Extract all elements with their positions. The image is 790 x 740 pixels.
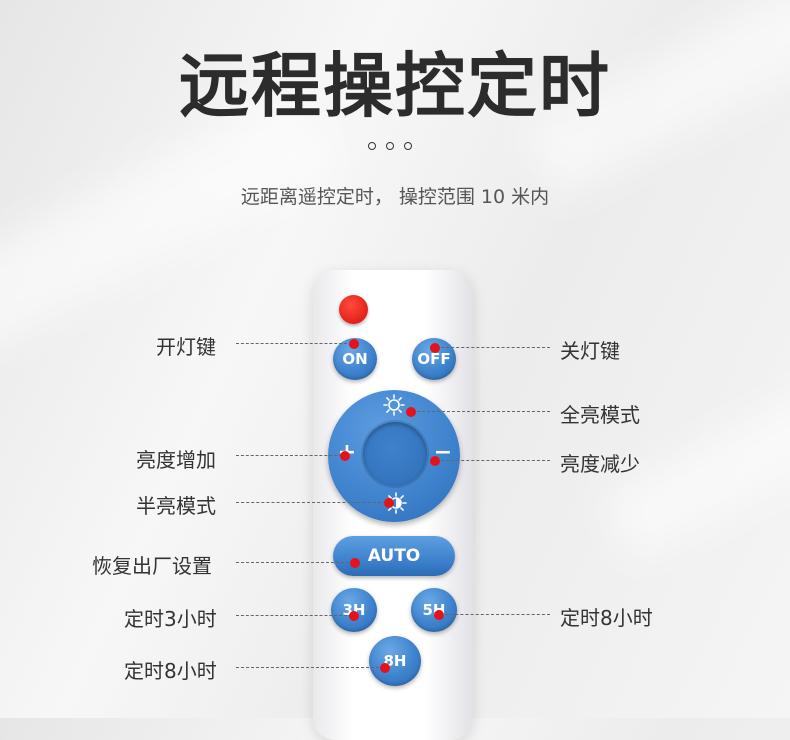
callout-leader [436,460,550,461]
callout-label-power-on: 开灯键 [156,335,216,359]
callout-leader [236,502,386,503]
page-subtitle: 远距离遥控定时， 操控范围 10 米内 [240,186,550,208]
callout-label-timer-3h: 定时3小时 [124,607,217,631]
callout-marker [350,558,360,568]
callout-label-timer-8h: 定时8小时 [124,659,217,683]
callout-marker [406,407,416,417]
callout-marker [349,339,359,349]
callout-leader [236,562,354,563]
timer-3h-button[interactable]: 3H [331,588,377,632]
callout-marker [340,451,350,461]
power-indicator-button[interactable] [339,295,368,324]
callout-marker [434,610,444,620]
callout-leader [236,455,342,456]
dot [368,142,376,150]
callout-marker [349,611,359,621]
callout-leader [436,347,550,348]
dpad-center-button[interactable] [363,422,427,486]
callout-label-timer-5h: 定时8小时 [560,606,653,630]
callout-marker [380,663,390,673]
callout-leader [412,411,550,412]
auto-reset-button[interactable]: AUTO [333,536,455,576]
sun-full-icon[interactable] [383,394,405,416]
callout-label-brightness-up: 亮度增加 [136,448,216,472]
callout-leader [236,343,352,344]
timer-5h-button[interactable]: 5H [411,588,457,632]
timer-8h-button[interactable]: 8H [369,636,421,686]
callout-label-brightness-down: 亮度减少 [560,452,640,476]
callout-leader [440,614,550,615]
decorative-dots [368,142,412,150]
callout-marker [384,498,394,508]
callout-leader [236,667,384,668]
dot [386,142,394,150]
dot [404,142,412,150]
page-title: 远程操控定时 [179,45,611,127]
callout-label-power-off: 关灯键 [560,339,620,363]
callout-leader [236,615,352,616]
callout-label-factory-reset: 恢复出厂设置 [92,554,212,578]
callout-marker [430,456,440,466]
callout-label-half-bright: 半亮模式 [136,494,216,518]
callout-marker [430,343,440,353]
callout-label-full-bright: 全亮模式 [560,403,640,427]
